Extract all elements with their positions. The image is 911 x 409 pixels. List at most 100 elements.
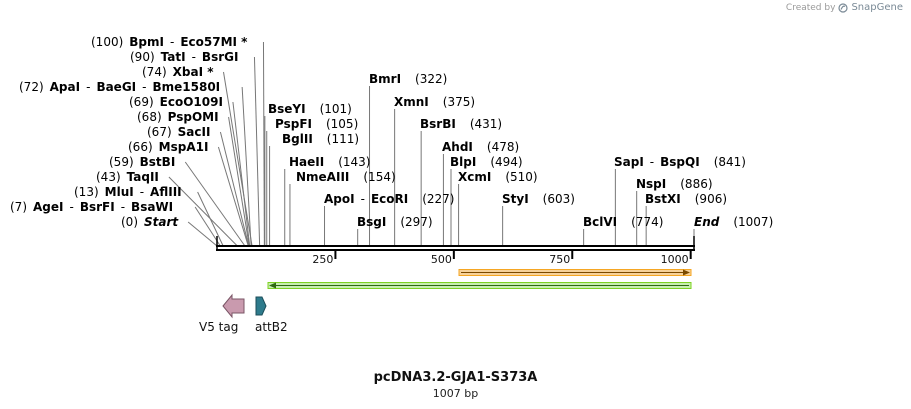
site-separator: - [192, 50, 196, 64]
site-position: (105) [326, 117, 358, 131]
credit-brand: SnapGene [851, 2, 903, 13]
site-label[interactable]: (66)MspA1I [128, 140, 208, 154]
site-label[interactable]: AhdI (478) [442, 140, 519, 154]
site-label[interactable]: End(1007) [694, 215, 773, 229]
site-position: (111) [327, 132, 359, 146]
site-label[interactable]: XcmI(510) [458, 170, 538, 184]
site-separator: - [170, 35, 174, 49]
site-label[interactable]: BstXI(906) [645, 192, 727, 206]
site-position: (74) [142, 65, 167, 79]
enzyme-name: BmrI [369, 72, 401, 86]
enzyme-name: Bme1580I [152, 80, 220, 94]
site-separator: - [69, 200, 73, 214]
site-label[interactable]: (7)AgeI-BsrFI-BsaWI [10, 200, 173, 214]
v5-tag-label: V5 tag [199, 320, 239, 334]
site-connector [217, 146, 249, 247]
site-label[interactable]: StyI(603) [502, 192, 575, 206]
site-label[interactable]: BmrI (322) [369, 72, 447, 86]
enzyme-name: XbaI * [173, 65, 215, 79]
site-position: (59) [109, 155, 134, 169]
attb2-feature[interactable] [255, 296, 267, 316]
site-label[interactable]: (43)TaqII [96, 170, 159, 184]
site-label[interactable]: (67)SacII [147, 125, 210, 139]
site-label[interactable]: BsrBI (431) [420, 117, 502, 131]
site-label[interactable]: XmnI(375) [394, 95, 475, 109]
site-position: (774) [631, 215, 663, 229]
enzyme-name: BstXI [645, 192, 681, 206]
ruler-tick-label: 250 [312, 253, 333, 266]
site-label[interactable]: (100)BpmI-Eco57MI * [91, 35, 248, 49]
enzyme-name: PspFI [275, 117, 312, 131]
enzyme-name: BsrFI [80, 200, 115, 214]
enzyme-name: BseYI [268, 102, 306, 116]
site-connector [253, 56, 261, 247]
site-position: (90) [130, 50, 155, 64]
site-label[interactable]: BlpI(494) [450, 155, 523, 169]
site-label[interactable]: (74) XbaI * [142, 65, 214, 79]
site-position: (100) [91, 35, 123, 49]
site-connector [228, 116, 250, 247]
site-label[interactable]: SapI-BspQI(841) [614, 155, 746, 169]
enzyme-name: MluI [105, 185, 134, 199]
site-position: (143) [338, 155, 370, 169]
enzyme-name: BsaWI [131, 200, 173, 214]
site-label[interactable]: (68)PspOMI [137, 110, 219, 124]
enzyme-name: BsrGI [202, 50, 239, 64]
site-label[interactable]: BsgI(297) [357, 215, 433, 229]
orf-orange[interactable] [458, 269, 692, 276]
ruler-tick-label: 500 [431, 253, 452, 266]
site-connector [168, 176, 238, 247]
site-label[interactable]: ApoI-EcoRI(227) [324, 192, 454, 206]
site-label[interactable]: (90)TatI-BsrGI [130, 50, 238, 64]
site-position: (68) [137, 110, 162, 124]
site-label[interactable]: BglII(111) [282, 132, 359, 146]
site-position: (13) [74, 185, 99, 199]
site-label[interactable]: NmeAIII(154) [296, 170, 396, 184]
site-label[interactable]: (0)Start [121, 215, 179, 229]
enzyme-name: BsrBI [420, 117, 456, 131]
site-position: (510) [505, 170, 537, 184]
enzyme-name: EcoO109I [160, 95, 223, 109]
map-length: 1007 bp [432, 387, 479, 400]
site-label[interactable]: BseYI (101) [268, 102, 352, 116]
enzyme-name: BclVI [583, 215, 617, 229]
site-position: (101) [320, 102, 352, 116]
ruler-tick-label: 1000 [661, 253, 689, 266]
site-label[interactable]: (13)MluI-AflIII [74, 185, 182, 199]
site-label[interactable]: BclVI (774) [583, 215, 663, 229]
enzyme-name: EcoRI [371, 192, 408, 206]
orf-green[interactable] [267, 282, 692, 289]
site-connector [219, 131, 250, 247]
site-label[interactable]: (69) EcoO109I [129, 95, 223, 109]
enzyme-name: AhdI [442, 140, 473, 154]
site-position: (0) [121, 215, 138, 229]
v5-tag-feature[interactable] [222, 293, 245, 319]
site-label[interactable]: (72)ApaI-BaeGI-Bme1580I [19, 80, 220, 94]
site-separator: - [142, 80, 146, 94]
site-label[interactable]: HaeII(143) [289, 155, 371, 169]
site-position: (603) [543, 192, 575, 206]
enzyme-name: XmnI [394, 95, 429, 109]
enzyme-name: BstBI [140, 155, 176, 169]
site-label[interactable]: PspFI (105) [275, 117, 358, 131]
enzyme-name: ApaI [50, 80, 80, 94]
enzyme-name: BlpI [450, 155, 476, 169]
attb2-label: attB2 [255, 320, 288, 334]
site-position: (886) [680, 177, 712, 191]
site-separator: - [361, 192, 365, 206]
map-title: pcDNA3.2-GJA1-S373A [373, 370, 538, 385]
site-position: (478) [487, 140, 519, 154]
site-position: (43) [96, 170, 121, 184]
site-label[interactable]: (59) BstBI [109, 155, 175, 169]
enzyme-name: SapI [614, 155, 644, 169]
site-connector [262, 41, 265, 247]
site-connector [223, 71, 253, 247]
site-position: (297) [400, 215, 432, 229]
site-position: (69) [129, 95, 154, 109]
site-position: (431) [470, 117, 502, 131]
enzyme-name: MspA1I [159, 140, 209, 154]
site-position: (322) [415, 72, 447, 86]
site-label[interactable]: NspI(886) [636, 177, 713, 191]
